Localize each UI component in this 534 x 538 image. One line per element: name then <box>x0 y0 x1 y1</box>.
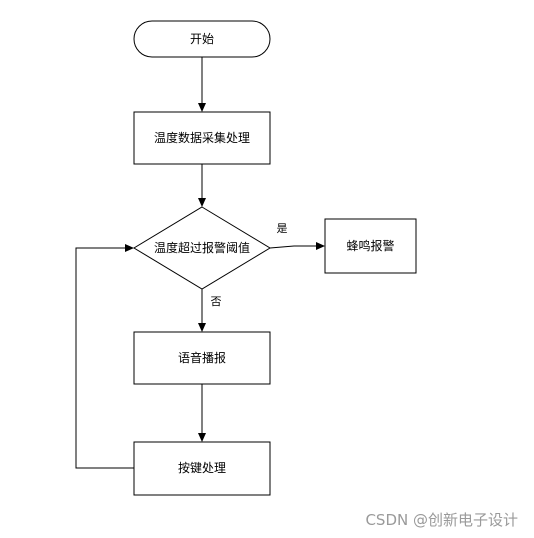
key-node: 按键处理 <box>133 441 271 496</box>
voice-node-label: 语音播报 <box>178 350 226 365</box>
edge-no-label: 否 <box>211 295 222 308</box>
decision-node: 温度超过报警阈值 <box>133 206 271 290</box>
decision-node-label: 温度超过报警阈值 <box>154 240 250 255</box>
collect-node: 温度数据采集处理 <box>133 111 271 165</box>
voice-node: 语音播报 <box>133 331 271 385</box>
edge-yes-label: 是 <box>277 222 288 235</box>
buzzer-node-label: 蜂鸣报警 <box>346 238 394 253</box>
start-node-label: 开始 <box>190 32 214 46</box>
csdn-watermark: CSDN @创新电子设计 <box>365 511 518 529</box>
collect-node-label: 温度数据采集处理 <box>154 130 250 145</box>
edge-decision-to-buzzer <box>269 242 325 250</box>
start-node: 开始 <box>133 20 271 58</box>
buzzer-node: 蜂鸣报警 <box>324 218 417 274</box>
edge-key-loop-to-decision <box>75 244 134 469</box>
key-node-label: 按键处理 <box>178 461 226 475</box>
